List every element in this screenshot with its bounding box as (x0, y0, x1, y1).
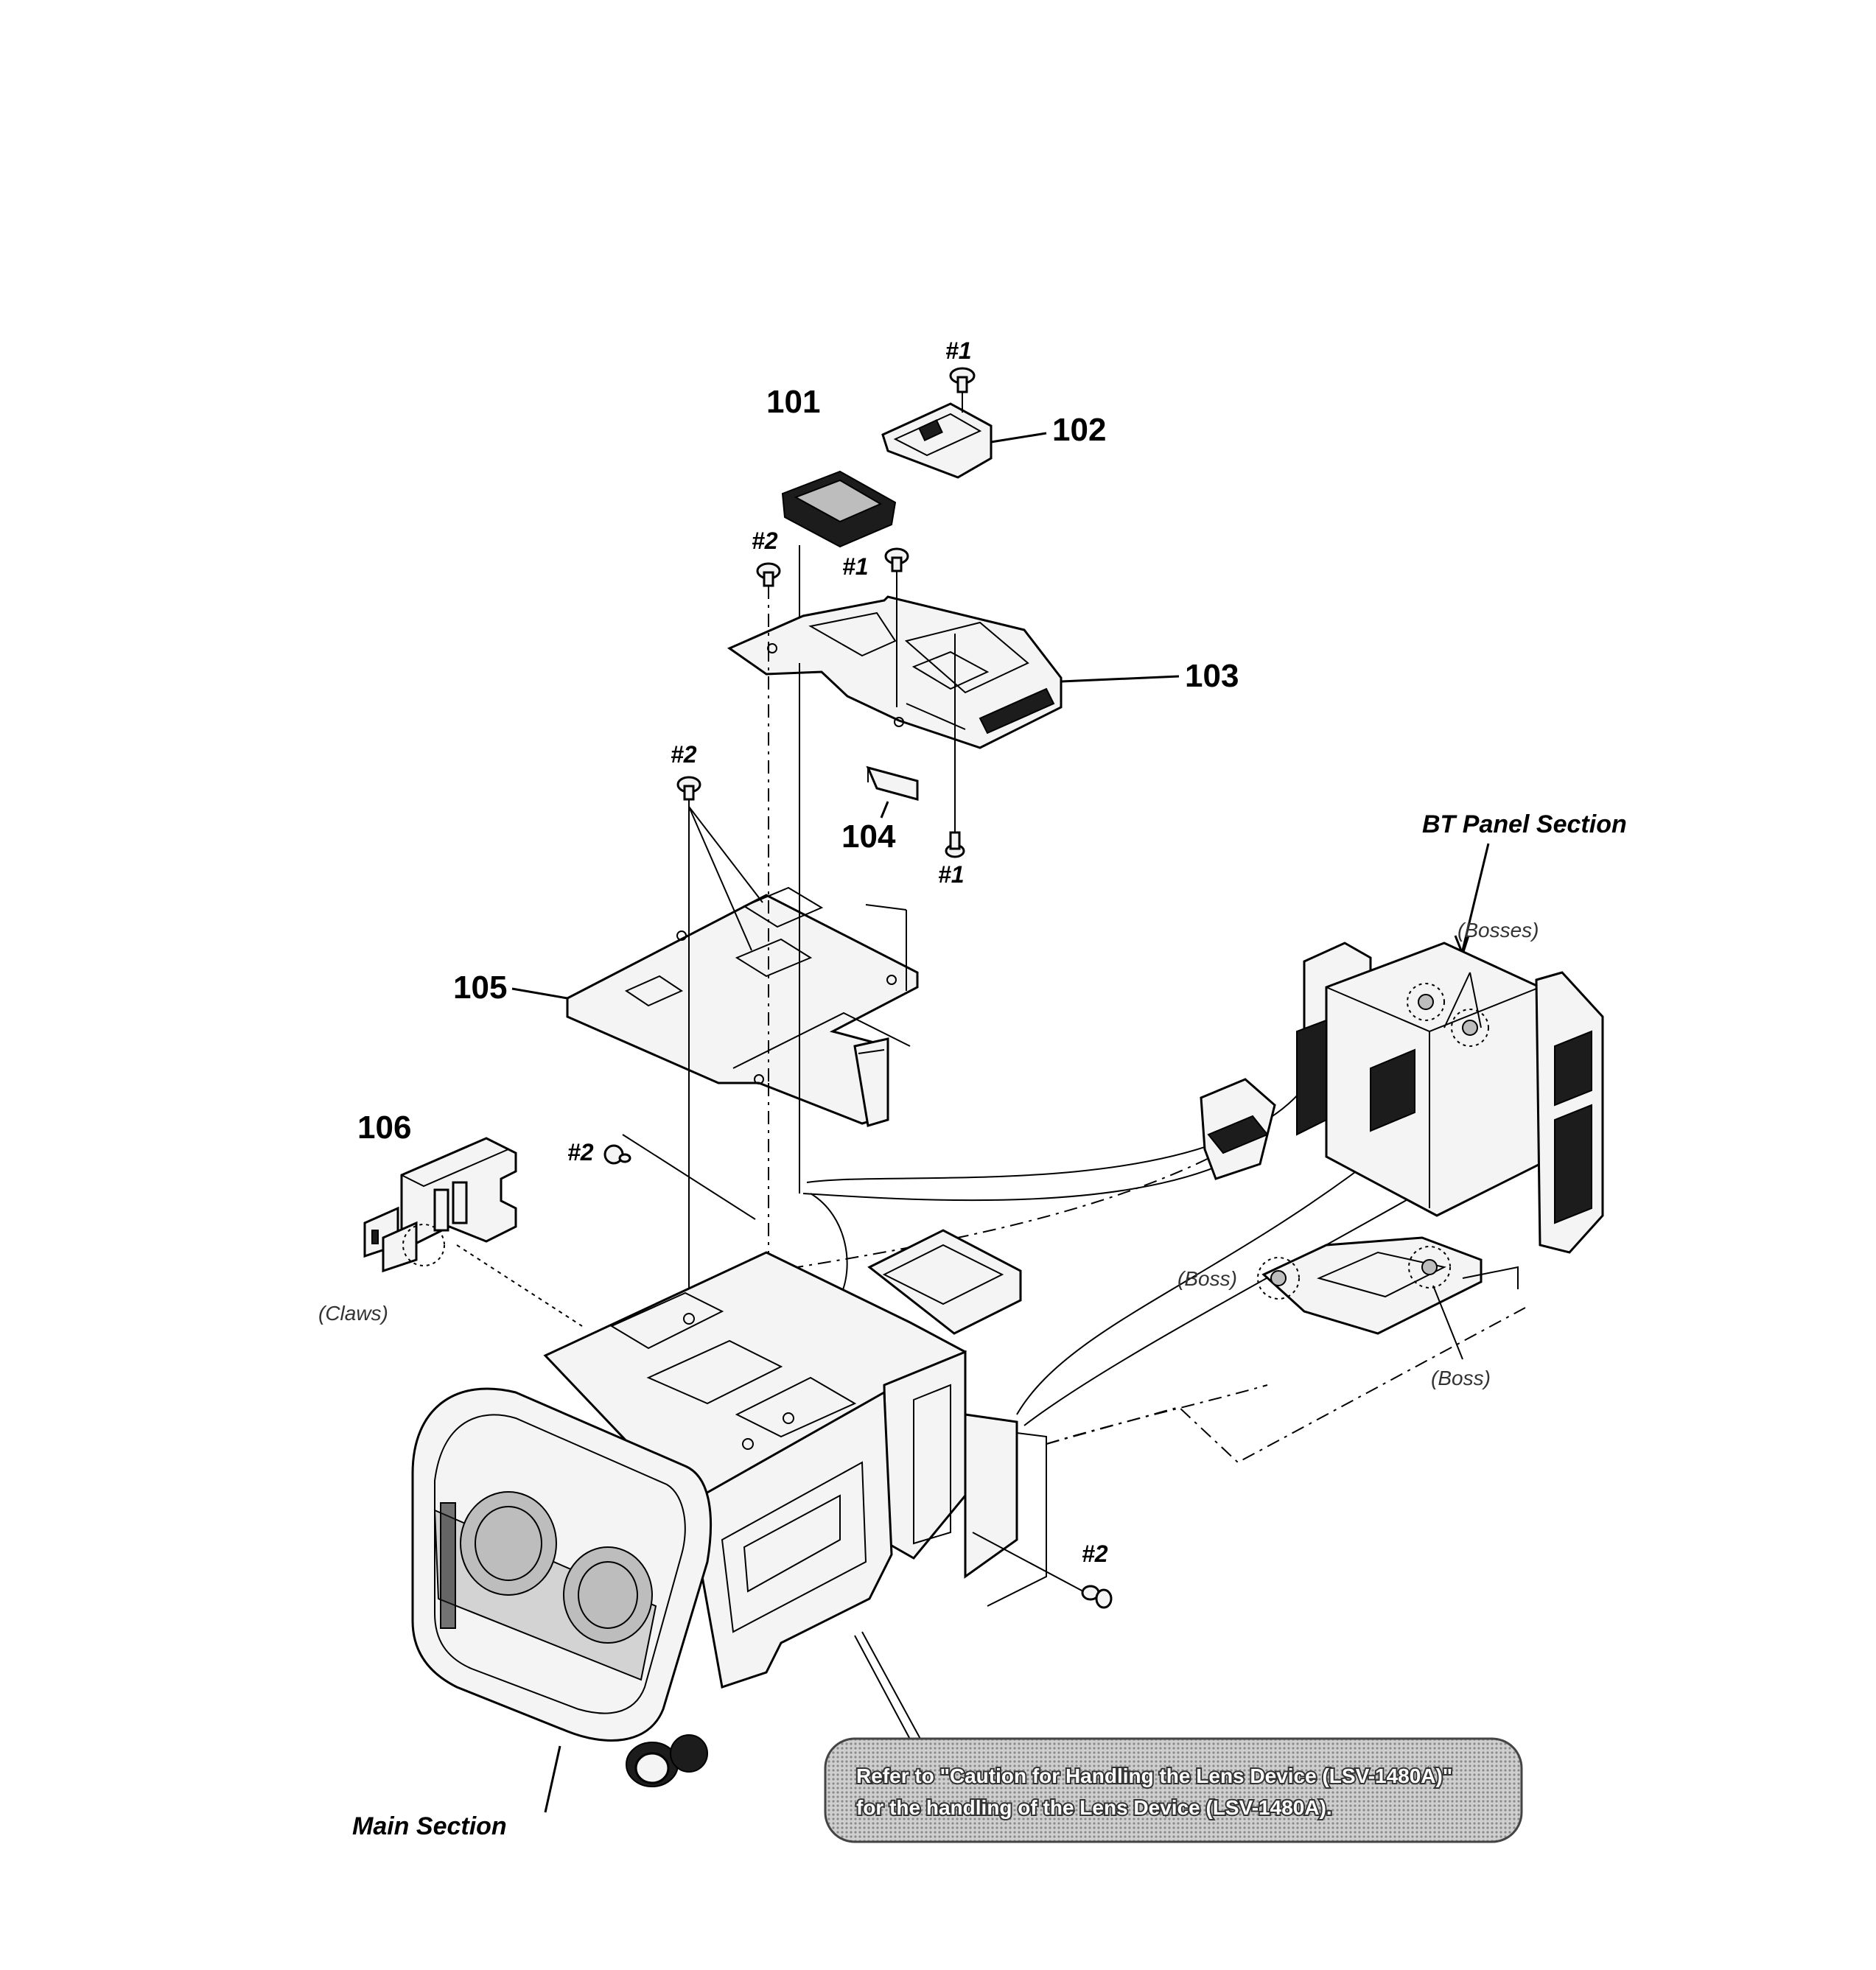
part-label-101: 101 (766, 384, 820, 420)
screw-label-2-mid: #2 (671, 741, 697, 768)
screw-2-left-icon (603, 1144, 631, 1165)
screw-label-1-mid: #1 (842, 553, 869, 580)
screw-label-2-left: #2 (567, 1139, 594, 1165)
part-103-drawing (727, 595, 1180, 749)
screw-1-top-icon (949, 367, 976, 413)
part-label-106: 106 (357, 1110, 411, 1146)
screw-1-mid-icon (884, 547, 909, 707)
screw-labels: #1 #1 #1 #2 #2 #2 #2 (567, 337, 1108, 1567)
caution-line-1: Refer to "Caution for Handling the Lens … (856, 1764, 1452, 1787)
main-section-drawing (411, 1229, 1022, 1813)
part-label-105: 105 (453, 970, 507, 1006)
screw-2-upper-icon (756, 562, 781, 648)
note-labels: (Bosses) (Boss) (Boss) (Claws) (318, 919, 1539, 1389)
screw-2-lower-icon (972, 1532, 1113, 1609)
part-102-drawing (881, 402, 1047, 479)
screw-1-bottom-icon (945, 634, 965, 858)
part-label-104: 104 (841, 819, 896, 855)
screw-2-mid-icon (676, 776, 907, 1297)
part-105-drawing (511, 886, 919, 1127)
main-section-label: Main Section (352, 1812, 507, 1840)
bosses-note: (Bosses) (1457, 919, 1539, 942)
bt-panel-section-label: BT Panel Section (1422, 810, 1627, 838)
claws-note: (Claws) (318, 1302, 388, 1325)
part-label-103: 103 (1185, 658, 1239, 694)
screw-label-1-bottom: #1 (938, 861, 965, 888)
boss-left-note: (Boss) (1177, 1267, 1237, 1290)
bt-panel-section-drawing (1200, 843, 1604, 1360)
part-label-102: 102 (1052, 412, 1106, 448)
screw-label-2-upper: #2 (752, 527, 778, 554)
screw-label-1-top: #1 (945, 337, 972, 364)
screw-label-2-lower: #2 (1082, 1540, 1108, 1567)
caution-line-2: for the handling of the Lens Device (LSV… (856, 1796, 1332, 1819)
caution-note: Refer to "Caution for Handling the Lens … (824, 1737, 1523, 1843)
part-labels: 101 102 103 104 105 106 (357, 384, 1239, 1146)
part-104-drawing (866, 765, 919, 819)
assembly-guide-lines (456, 648, 1526, 1607)
section-labels: BT Panel Section Main Section (352, 810, 1627, 1840)
part-106-drawing (363, 1137, 517, 1273)
boss-right-note: (Boss) (1431, 1367, 1491, 1389)
